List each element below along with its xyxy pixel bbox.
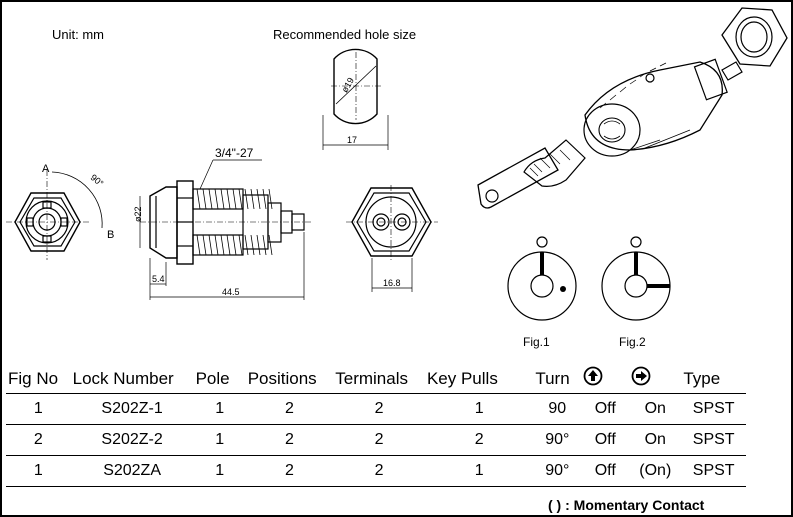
hole-size-view: 17 ø19 (322, 48, 389, 150)
cell-keypulls: 2 (424, 424, 534, 456)
dim-dia22: ø22 (133, 206, 143, 222)
front-hex-view: A B 90° (6, 163, 114, 260)
cell-fig: 2 (6, 424, 71, 456)
cell-on: On (629, 424, 682, 456)
cell-off: Off (581, 393, 630, 425)
header-turn: Turn (535, 368, 570, 388)
header-type: Type (683, 368, 721, 388)
cell-pole: 1 (193, 455, 246, 487)
header-terminals: Terminals (335, 368, 408, 388)
dim-16-8: 16.8 (383, 278, 401, 288)
dim-5-4: 5.4 (152, 274, 165, 284)
fig2-diagram (601, 236, 671, 321)
cell-terminals: 2 (333, 424, 425, 456)
fig1-diagram (507, 236, 577, 321)
cell-pole: 1 (193, 424, 246, 456)
cell-turn: 90° (533, 455, 582, 487)
cell-off: Off (581, 455, 630, 487)
header-fig-no: Fig No (8, 368, 59, 388)
cell-on: On (629, 393, 682, 425)
cell-type: SPST (681, 424, 746, 456)
dim-17: 17 (347, 135, 357, 145)
table-row: 1 S202Z-1 1 2 2 1 90 Off On SPST (6, 393, 746, 425)
cell-type: SPST (681, 455, 746, 487)
spec-table: Fig No Lock Number Pole Positions Termin… (6, 364, 746, 487)
cell-positions: 2 (245, 393, 334, 425)
cell-pole: 1 (193, 393, 246, 425)
cell-keypulls: 1 (424, 455, 534, 487)
header-positions: Positions (247, 368, 317, 388)
cell-lock: S202ZA (70, 455, 194, 487)
momentary-contact-note: ( ) : Momentary Contact (548, 497, 705, 513)
table-header: Fig No Lock Number Pole Positions Termin… (6, 364, 746, 394)
cell-positions: 2 (245, 424, 334, 456)
cell-turn: 90° (533, 424, 582, 456)
cell-off: Off (581, 424, 630, 456)
cell-type: SPST (681, 393, 746, 425)
dim-44-5: 44.5 (222, 287, 240, 297)
cell-turn: 90 (533, 393, 582, 425)
cell-fig: 1 (6, 393, 71, 425)
lock-3d-illustration (477, 7, 788, 209)
cell-on: (On) (629, 455, 682, 487)
header-pole: Pole (195, 368, 230, 388)
dim-angle: 90° (89, 172, 106, 189)
table-row: 1 S202ZA 1 2 2 1 90° Off (On) SPST (6, 455, 746, 487)
table-row: 2 S202Z-2 1 2 2 2 90° Off On SPST (6, 424, 746, 456)
fig2-label: Fig.2 (619, 335, 646, 349)
header-lock-number: Lock Number (72, 368, 174, 388)
fig1-label: Fig.1 (523, 335, 550, 349)
cell-fig: 1 (6, 455, 71, 487)
point-a: A (42, 163, 50, 175)
rear-hex-view: 16.8 (346, 185, 438, 292)
point-b: B (107, 229, 114, 241)
unit-label: Unit: mm (52, 27, 104, 42)
thread-label: 3/4"-27 (215, 146, 254, 160)
header-key-pulls: Key Pulls (426, 368, 498, 388)
arrow-right-circle-icon (631, 366, 651, 386)
recommended-hole-label: Recommended hole size (273, 27, 417, 42)
dim-dia19: ø19 (340, 76, 356, 94)
side-view: 3/4"-27 ø22 5.4 44.5 (133, 146, 312, 300)
cell-positions: 2 (245, 455, 334, 487)
arrow-up-circle-icon (583, 366, 603, 386)
cell-lock: S202Z-2 (70, 424, 194, 456)
cell-lock: S202Z-1 (70, 393, 194, 425)
cell-keypulls: 1 (424, 393, 534, 425)
cell-terminals: 2 (333, 393, 425, 425)
cell-terminals: 2 (333, 455, 425, 487)
